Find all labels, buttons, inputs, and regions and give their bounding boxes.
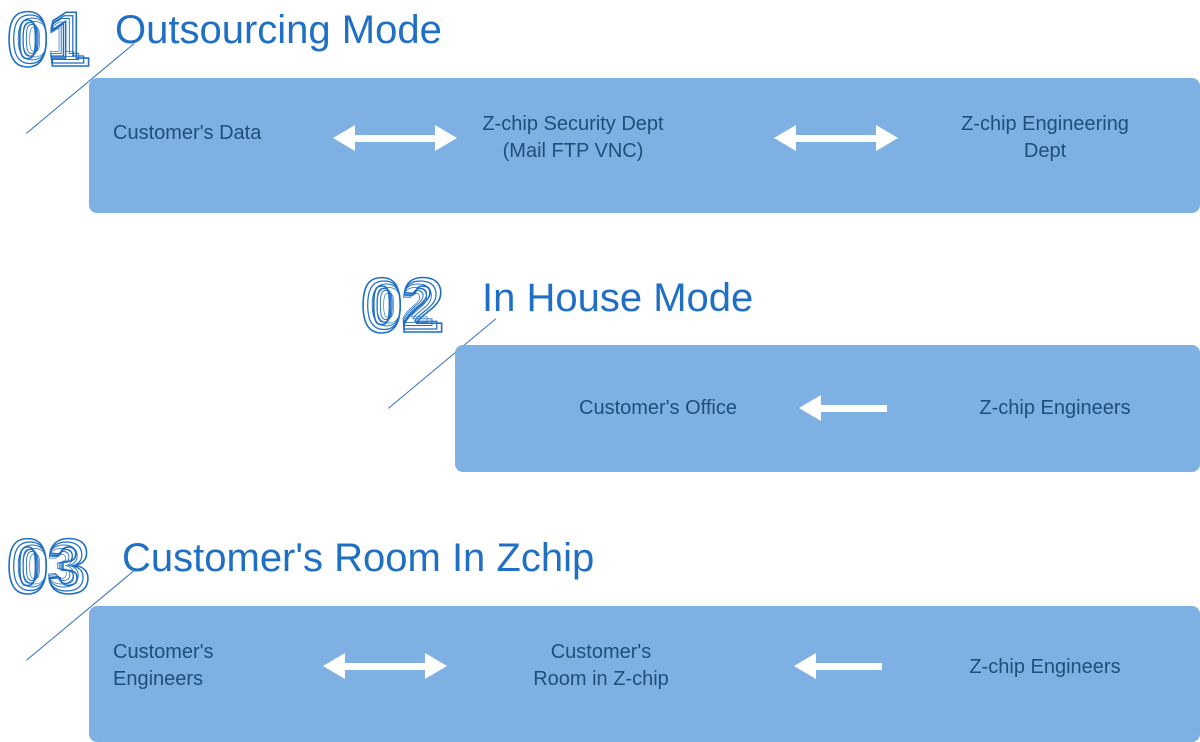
bar3-cell-zchip-engineers: Z-chip Engineers bbox=[969, 656, 1121, 678]
section-number-02-outline-3: 02 bbox=[369, 271, 434, 339]
arrow-shaft bbox=[794, 134, 878, 142]
bar1-cell-zchip-security-dept: Z-chip Security Dept (Mail FTP VNC) bbox=[482, 113, 664, 162]
arrow-bidirectional-engineers-room bbox=[323, 650, 447, 682]
section-number-01-outline-2: 01 bbox=[10, 0, 86, 78]
arrow-shaft bbox=[353, 134, 437, 142]
section-number-03-outline-4: 03 bbox=[20, 537, 76, 595]
section-number-02-outline-4: 02 bbox=[374, 276, 430, 334]
section-number-03-outline-3: 03 bbox=[15, 532, 80, 600]
arrow-shaft bbox=[814, 662, 882, 670]
arrowhead-left-icon bbox=[333, 125, 355, 151]
arrowhead-right-icon bbox=[435, 125, 457, 151]
bar1-cell-customers-data: Customer's Data bbox=[113, 122, 262, 144]
section-number-03-outline-2: 03 bbox=[10, 527, 86, 605]
arrowhead-left-icon bbox=[774, 125, 796, 151]
section-title-03: Customer's Room In Zchip bbox=[122, 536, 595, 580]
arrowhead-right-icon bbox=[425, 653, 447, 679]
bar-customers-room-in-zchip: Customer's Engineers Customer's Room in … bbox=[89, 606, 1200, 742]
bar3-cell-customers-room: Customer's Room in Z-chip bbox=[533, 641, 669, 690]
section-number-01-outline-4: 01 bbox=[20, 10, 76, 68]
bar3-cell-customers-engineers: Customer's Engineers bbox=[113, 641, 214, 690]
arrow-bidirectional-data-security bbox=[333, 122, 457, 154]
section-title-02: In House Mode bbox=[482, 276, 754, 320]
bar1-cell-zchip-engineering-dept: Z-chip Engineering Dept bbox=[961, 113, 1129, 162]
arrow-shaft bbox=[819, 404, 887, 412]
section-number-01-outline-3: 01 bbox=[15, 5, 80, 73]
arrow-bidirectional-security-engineering bbox=[774, 122, 898, 154]
bar-in-house-mode: Customer's Office Z-chip Engineers bbox=[455, 345, 1200, 472]
bar2-cell-zchip-engineers: Z-chip Engineers bbox=[979, 397, 1131, 419]
arrowhead-right-icon bbox=[876, 125, 898, 151]
arrowhead-left-icon bbox=[799, 395, 821, 421]
section-number-02-outline-2: 02 bbox=[364, 266, 440, 344]
arrow-left-zchip-engineers-to-room bbox=[794, 650, 882, 682]
arrow-left-engineers-to-office bbox=[799, 392, 887, 424]
arrowhead-left-icon bbox=[323, 653, 345, 679]
arrowhead-left-icon bbox=[794, 653, 816, 679]
bar2-cell-customers-office: Customer's Office bbox=[579, 397, 737, 419]
arrow-shaft bbox=[343, 662, 427, 670]
section-title-01: Outsourcing Mode bbox=[115, 8, 442, 52]
section-number-01-outline-1: 01 bbox=[5, 0, 91, 83]
section-number-02-outline-1: 02 bbox=[359, 261, 445, 349]
bar-outsourcing-mode: Customer's Data Z-chip Security Dept (Ma… bbox=[89, 78, 1200, 213]
section-number-03-outline-1: 03 bbox=[5, 522, 91, 610]
